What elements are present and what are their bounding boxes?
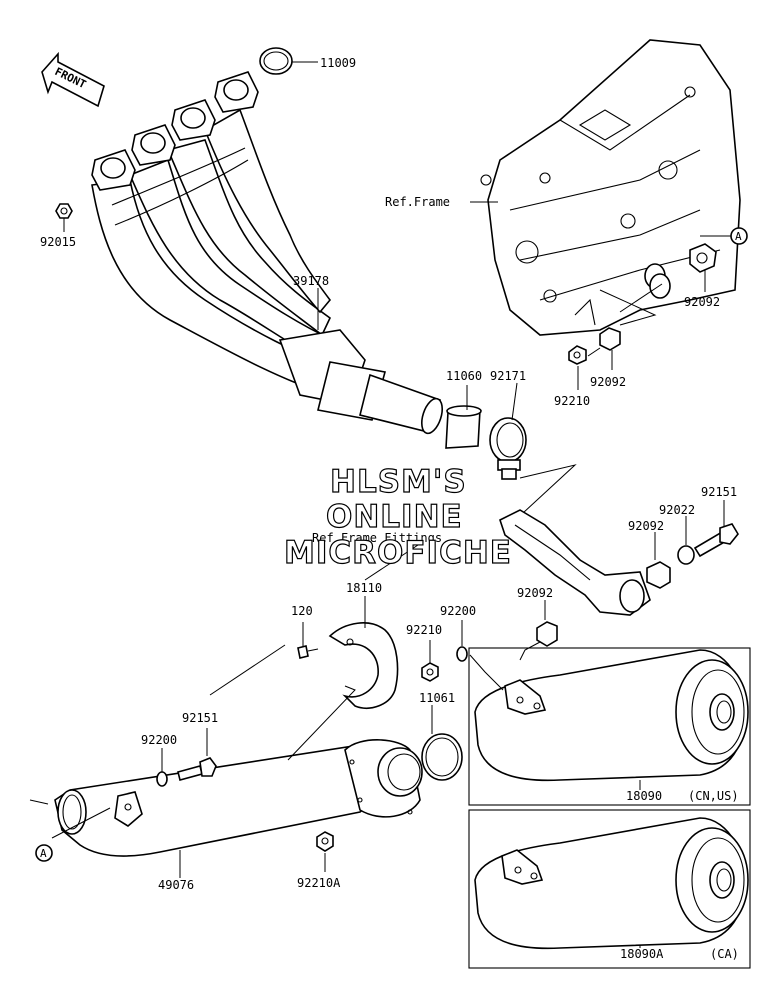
part-label-92210-b: 92210 xyxy=(406,623,442,637)
washer-92200-lower xyxy=(156,771,168,787)
header-flange-4 xyxy=(214,71,259,113)
exhaust-header-pipes xyxy=(91,71,444,435)
part-label-92210-a: 92210 xyxy=(554,394,590,408)
muffler-18090A-box xyxy=(468,809,751,969)
part-label-120: 120 xyxy=(291,604,313,618)
bolt-92151-right xyxy=(693,523,739,558)
washer-92022 xyxy=(677,545,695,565)
nut-92210-frame xyxy=(568,345,587,365)
clamp-92171 xyxy=(489,417,527,480)
part-label-92171: 92171 xyxy=(490,369,526,383)
bushing-92092-lower xyxy=(536,621,558,647)
header-flange-3 xyxy=(171,99,216,141)
heat-shield-18110 xyxy=(328,622,399,709)
watermark-line-2: ONLINE xyxy=(326,499,463,535)
marker-a-frame: A xyxy=(730,227,748,245)
ref-frame-label: Ref.Frame xyxy=(385,195,450,209)
frame-collar xyxy=(644,263,671,299)
part-label-49076: 49076 xyxy=(158,878,194,892)
part-label-18110: 18110 xyxy=(346,581,382,595)
note-18090A-region: (CA) xyxy=(710,947,739,961)
ref-frame-fittings-label: Ref.Frame Fittings xyxy=(312,531,442,545)
part-label-11009: 11009 xyxy=(320,56,356,70)
muffler-18090A xyxy=(474,817,749,950)
part-label-92200-b: 92200 xyxy=(141,733,177,747)
part-label-92022: 92022 xyxy=(659,503,695,517)
leader-lines xyxy=(29,61,732,948)
gasket-11061 xyxy=(421,733,463,781)
marker-a-frame-label: A xyxy=(735,230,742,243)
muffler-18090-box xyxy=(468,647,751,806)
part-label-92151-b: 92151 xyxy=(182,711,218,725)
header-flange-2 xyxy=(131,124,176,166)
part-label-92092-a: 92092 xyxy=(684,295,720,309)
frame-outline xyxy=(480,39,741,336)
washer-92200-upper xyxy=(456,646,468,662)
front-direction-badge: FRONT xyxy=(41,51,105,108)
bushing-92092-right xyxy=(646,561,671,589)
nut-92210A xyxy=(316,831,334,852)
note-18090-region: (CN,US) xyxy=(688,789,739,803)
part-label-11060: 11060 xyxy=(446,369,482,383)
gasket-11060 xyxy=(445,405,482,449)
nut-92015 xyxy=(55,203,73,219)
marker-a-pipe-label: A xyxy=(40,847,47,860)
part-label-92092-d: 92092 xyxy=(517,586,553,600)
part-label-92092-b: 92092 xyxy=(590,375,626,389)
bushing-92092-mid xyxy=(599,327,621,351)
part-label-92092-c: 92092 xyxy=(628,519,664,533)
marker-a-pipe: A xyxy=(35,844,53,862)
part-label-11061: 11061 xyxy=(419,691,455,705)
frame-fittings-bracket xyxy=(499,509,651,616)
part-label-18090A: 18090A xyxy=(620,947,664,961)
connecting-pipe-49076 xyxy=(54,739,423,857)
bolt-92151-lower xyxy=(177,757,217,781)
screw-120 xyxy=(297,645,319,659)
bushing-92092-top xyxy=(689,243,717,273)
watermark-line-1: HLSM'S xyxy=(330,464,467,500)
watermark: HLSM'S ONLINE MICROFICHE xyxy=(283,463,512,571)
nut-92210-middle xyxy=(421,662,439,682)
part-label-92200-a: 92200 xyxy=(440,604,476,618)
part-label-92015: 92015 xyxy=(40,235,76,249)
part-label-92151-a: 92151 xyxy=(701,485,737,499)
part-label-18090: 18090 xyxy=(626,789,662,803)
muffler-18090 xyxy=(474,649,749,782)
header-flange-1 xyxy=(91,149,136,191)
part-label-39178: 39178 xyxy=(293,274,329,288)
part-label-92210A: 92210A xyxy=(297,876,341,890)
watermark-line-3: MICROFICHE xyxy=(284,535,512,571)
